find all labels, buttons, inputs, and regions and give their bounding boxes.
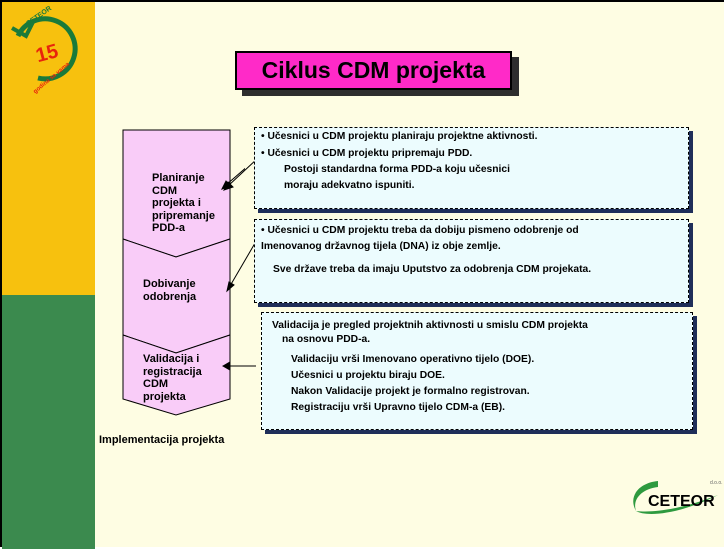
stage-2-line-2: odobrenja	[143, 290, 197, 303]
stage-label-planiranje: Planiranje CDM projekta i pripremanje PD…	[152, 172, 215, 235]
stage-1-line-2: CDM	[152, 184, 178, 197]
info-box-validation: Validacija je pregled projektnih aktivno…	[261, 312, 693, 430]
company-suffix: d.o.o.	[710, 480, 723, 486]
stage-label-dobivanje: Dobivanje odobrenja	[143, 278, 196, 303]
info-box-planning: • Učesnici u CDM projektu planiraju proj…	[254, 127, 689, 209]
info-1-line-1: • Učesnici u CDM projektu planiraju proj…	[261, 131, 538, 142]
stage-3-line-4: projekta	[143, 390, 186, 403]
title-box: Ciklus CDM projekta	[235, 51, 512, 90]
stage-1-line-4: pripremanje	[152, 209, 215, 222]
page-title: Ciklus CDM projekta	[261, 57, 486, 83]
implementation-label: Implementacija projekta	[99, 434, 225, 446]
stage-label-validacija: Validacija i registracija CDM projekta	[143, 353, 202, 403]
sidebar-band-green	[2, 295, 95, 549]
info-2-line-3: Sve države treba da imaju Uputstvo za od…	[273, 264, 592, 275]
sidebar-band-yellow	[2, 2, 95, 295]
ceteor-logo-icon	[633, 481, 718, 514]
anniversary-badge-logo: CETEOR 15 godina sa vama	[11, 6, 78, 95]
stage-chevrons	[122, 129, 245, 416]
info-3-line-6: Registraciju vrši Upravno tijelo CDM-a (…	[291, 402, 505, 413]
stage-3-line-3: CDM	[143, 378, 169, 390]
info-1-line-4: moraju adekvatno ispuniti.	[284, 180, 415, 191]
info-2-line-2: Imenovanog državnog tijela (DNA) iz obje…	[261, 241, 501, 252]
company-name: CETEOR	[648, 493, 715, 510]
info-box-approval: • Učesnici u CDM projektu treba da dobij…	[254, 219, 689, 303]
stage-1-line-3: projekta i	[152, 197, 201, 209]
info-3-line-3: Validaciju vrši Imenovano operativno tij…	[291, 354, 535, 365]
connector-arrows	[221, 157, 259, 371]
info-3-line-5: Nakon Validacije projekt je formalno reg…	[291, 386, 530, 397]
info-1-line-2: • Učesnici u CDM projektu pripremaju PDD…	[261, 148, 473, 159]
svg-text:15: 15	[33, 40, 60, 67]
info-3-line-4: Učesnici u projektu biraju DOE.	[291, 370, 445, 381]
info-2-line-1: • Učesnici u CDM projektu treba da dobij…	[261, 225, 579, 236]
info-3-line-2: na osnovu PDD-a.	[282, 334, 371, 345]
stage-1-line-5: PDD-a	[152, 222, 186, 234]
stage-1-line-1: Planiranje	[152, 172, 205, 184]
info-1-line-3: Postoji standardna forma PDD-a koju učes…	[284, 164, 511, 175]
stage-2-line-1: Dobivanje	[143, 278, 196, 290]
stage-3-line-1: Validacija i	[143, 353, 200, 365]
info-3-line-1: Validacija je pregled projektnih aktivno…	[272, 320, 588, 331]
stage-3-line-2: registracija	[143, 365, 202, 378]
stage-chevron-3	[122, 334, 231, 416]
